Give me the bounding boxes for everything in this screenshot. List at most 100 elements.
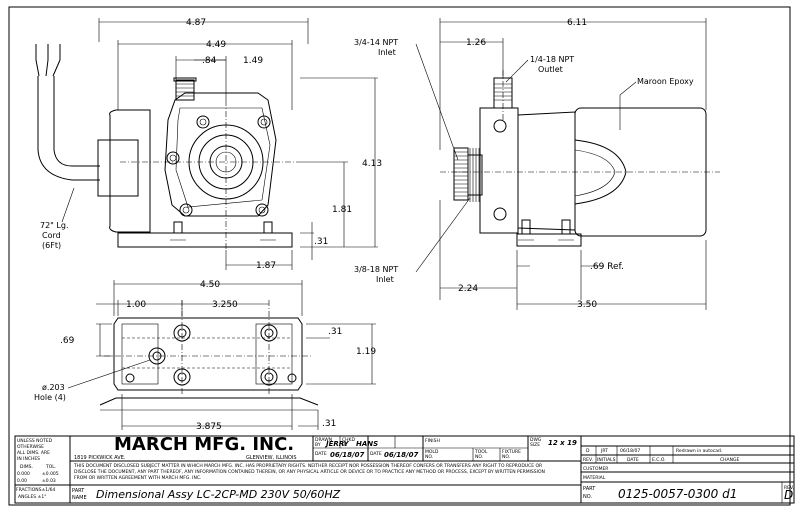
- dim-hole-spacing-x: 3.250: [212, 300, 238, 310]
- rev-value: D: [784, 488, 793, 502]
- notice-line-1: THIS DOCUMENT DISCLOSED SUBJECT MATTER I…: [73, 463, 542, 469]
- drawing-border: [8, 6, 791, 506]
- chkd-by-label-1: CHKD: [342, 437, 355, 443]
- housing-bolts: [166, 115, 271, 217]
- inlet-bottom-label-1: 3/8-18 NPT: [354, 265, 398, 274]
- company-address: 1819 PICKWICK AVE.: [74, 455, 126, 461]
- part-name: Dimensional Assy LC-2CP-MD 230V 50/60HZ: [96, 488, 341, 501]
- motor-body: [517, 111, 576, 231]
- chkd-by: HANS: [356, 440, 378, 448]
- inlet-top-label-1: 3/4-14 NPT: [354, 38, 398, 47]
- part-no-label-2: NO.: [583, 494, 592, 500]
- dim-overall-height: 4.13: [362, 159, 382, 169]
- cord-label-1: 72" Lg.: [40, 221, 68, 230]
- drawn-date-label: DATE: [315, 451, 327, 457]
- pump-housing: [164, 92, 277, 217]
- cord-label-2: Cord: [42, 231, 61, 240]
- drawn-by-label-1: DRAWN: [315, 437, 332, 443]
- dwg-size-label-2: SIZE: [530, 442, 540, 448]
- tol-row-2-dim: 0.00: [17, 478, 27, 484]
- rev-label: REV.: [784, 485, 794, 491]
- cord-label-3: (6Ft): [42, 241, 61, 250]
- part-no-label-1: PART: [583, 486, 596, 492]
- side-view: 6.11 1.26 2.24 3.50 .69 Ref. 3/4-14 NPT …: [354, 18, 720, 310]
- part-name-label-2: NAME: [72, 495, 87, 501]
- tol-row-1-dim: 0.000: [17, 471, 30, 477]
- tol-fractions: FRACTIONS±1/64: [16, 487, 56, 493]
- drawn-by-label-2: BY: [315, 442, 321, 448]
- hole-label-1: ø.203: [42, 383, 65, 392]
- company-city: GLENVIEW, ILLINOIS: [246, 455, 297, 461]
- mold-label-1: MOLD: [425, 449, 439, 455]
- tool-label-2: NO.: [475, 454, 483, 460]
- outlet-fitting: [173, 77, 197, 101]
- dwg-size-label-1: DWG: [530, 437, 542, 443]
- dim-bottom-edge: .31: [322, 419, 336, 429]
- customer-label: CUSTOMER: [583, 466, 608, 472]
- outlet-label-2: Outlet: [538, 65, 563, 74]
- dim-center-height: 1.81: [332, 205, 352, 215]
- drawn-date: 06/18/07: [330, 451, 364, 459]
- rev-header-eco: E.C.O.: [652, 457, 666, 463]
- rev-row-date: 06/18/07: [620, 448, 640, 454]
- plan-view: 4.50 1.00 3.250 .69 .31 1.19 3.875 .31 ø…: [34, 280, 376, 432]
- outlet-label-1: 1/4-18 NPT: [530, 55, 574, 64]
- rev-row-change: Redrawn in autocad.: [676, 448, 722, 454]
- notice-line-2: DISCLOSE THE DOCUMENT, ANY PART THEREOF,…: [74, 469, 545, 475]
- title-block: UNLESS NOTED OTHERWISE ALL DIMS. ARE IN …: [14, 434, 795, 504]
- tol-angles: ANGLES ±1°: [18, 494, 46, 500]
- dim-hole-offset: 1.00: [126, 300, 146, 310]
- dim-inlet-to-base: 2.24: [458, 284, 478, 294]
- tol-note-3: ALL DIMS. ARE: [17, 450, 50, 456]
- company-name: MARCH MFG. INC.: [114, 434, 294, 455]
- front-base: [117, 232, 293, 248]
- tol-header-tol: TOL.: [45, 464, 56, 470]
- tol-header-dims: DIMS.: [20, 464, 33, 470]
- rev-row-rev: D: [586, 448, 590, 454]
- dim-slot-width: .31: [328, 327, 342, 337]
- rev-header-change: CHANGE: [720, 457, 739, 463]
- dim-front-body-width: 4.49: [206, 40, 226, 50]
- front-view: 4.87 4.49 .84 1.49 4.13 1.81 .31 1.87 72…: [35, 18, 382, 271]
- dwg-size: 12 x 19: [548, 439, 577, 447]
- tol-note-4: IN INCHES: [17, 456, 40, 462]
- notice-line-3: FROM OR WRITTEN AGREEMENT WITH MARCH MFG…: [74, 475, 201, 481]
- chkd-date: 06/18/07: [384, 451, 418, 459]
- dim-front-overall-width: 4.87: [186, 18, 206, 28]
- part-name-label-1: PART: [72, 488, 85, 494]
- dim-inlet-offset: 1.26: [466, 38, 486, 48]
- dim-bottom-width: 3.875: [196, 422, 222, 432]
- dim-side-overall-length: 6.11: [567, 18, 587, 28]
- rev-header-rev: REV.: [583, 457, 593, 463]
- dim-base-ref: .69 Ref.: [590, 262, 624, 272]
- tol-note-1: UNLESS NOTED: [17, 438, 53, 444]
- hole-label-2: Hole (4): [34, 393, 66, 402]
- dim-base-center-offset: 1.87: [256, 261, 276, 271]
- dim-base-width: 4.50: [200, 280, 220, 290]
- dim-outlet-offset: .84: [202, 56, 217, 66]
- finish-label: FINISH: [425, 438, 440, 444]
- inlet-bottom-label-2: Inlet: [376, 275, 394, 284]
- tol-row-1-tol: ±0.005: [42, 471, 59, 477]
- power-cord: [35, 44, 100, 181]
- inlet-top-label-2: Inlet: [378, 48, 396, 57]
- tool-label-1: TOOL: [474, 449, 488, 455]
- rev-row-initials: JRT: [600, 448, 608, 454]
- tol-note-2: OTHERWISE: [17, 444, 44, 450]
- dim-base-length: 3.50: [577, 300, 597, 310]
- mold-label-2: NO.: [425, 454, 433, 460]
- dim-outlet-to-center: 1.49: [243, 56, 263, 66]
- rev-header-date: DATE: [627, 457, 639, 463]
- dim-hole-spacing-y: 1.19: [356, 347, 376, 357]
- epoxy-label: Maroon Epoxy: [637, 77, 694, 86]
- mounting-holes: [125, 324, 297, 386]
- fixture-label-1: FIXTURE: [502, 449, 521, 455]
- tol-row-2-tol: ±0.03: [42, 478, 56, 484]
- dim-plate-depth: .69: [60, 336, 75, 346]
- part-no: 0125-0057-0300 d1: [618, 487, 737, 501]
- rev-header-initials: INITIALS: [597, 457, 616, 463]
- dim-base-thickness: .31: [314, 237, 328, 247]
- fixture-label-2: NO.: [502, 454, 510, 460]
- material-label: MATERIAL: [583, 475, 606, 481]
